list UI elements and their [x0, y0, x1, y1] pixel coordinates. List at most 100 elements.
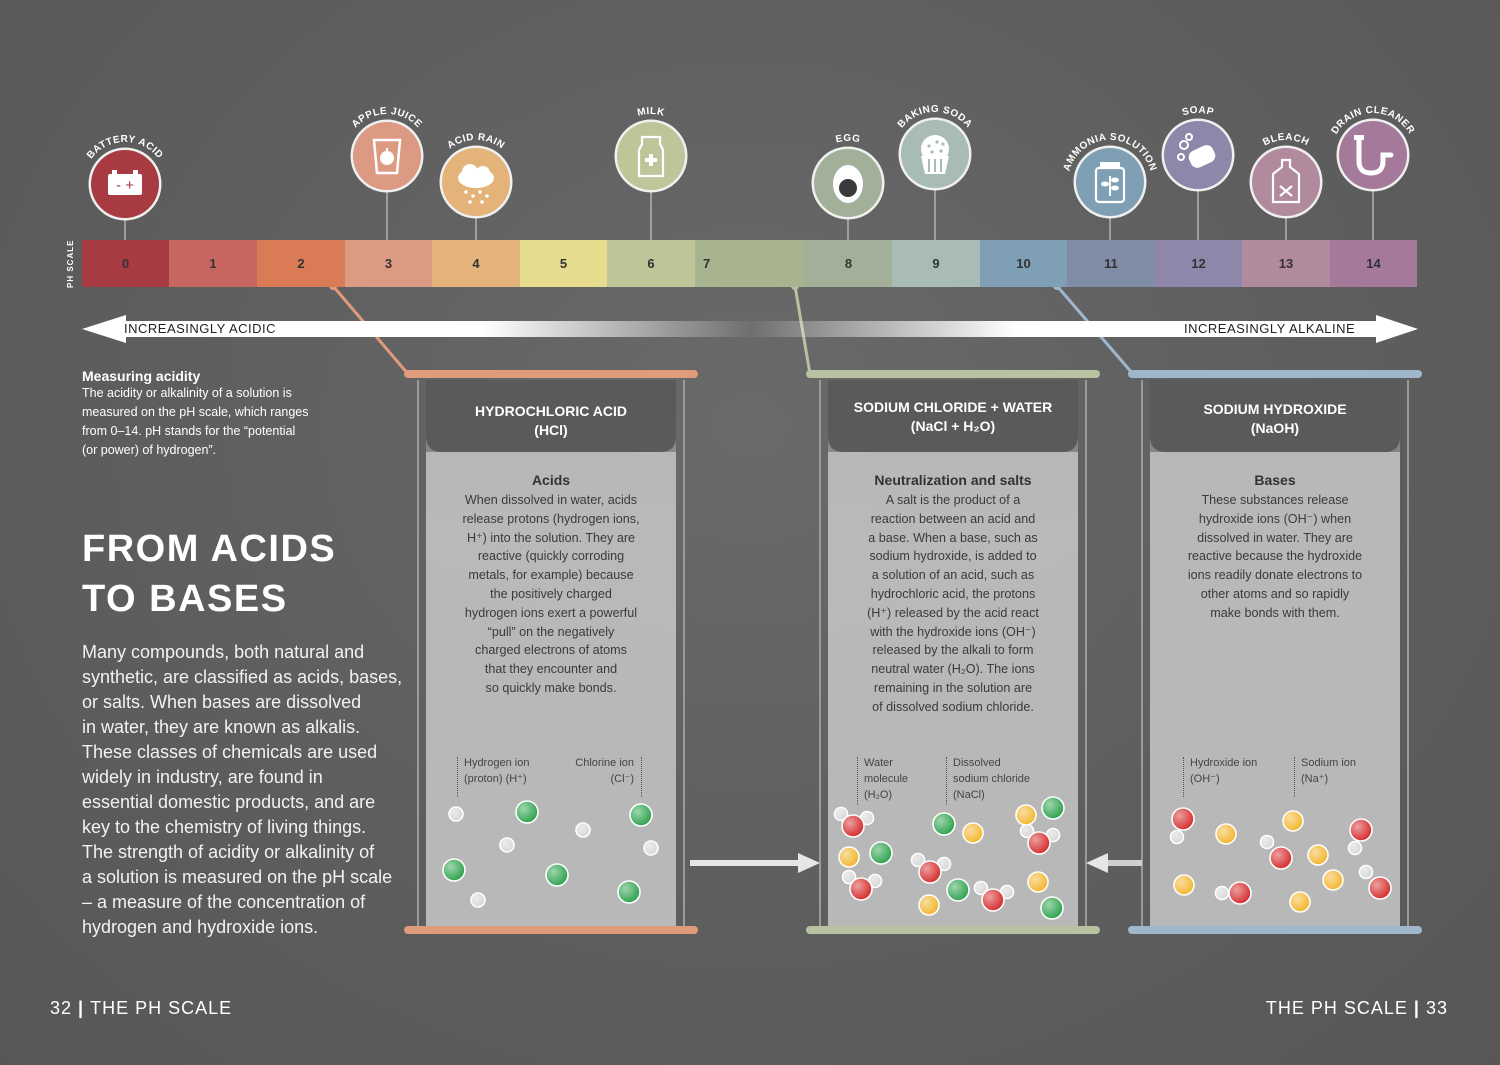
- beaker-subtitle: Neutralization and salts: [874, 472, 1032, 488]
- beaker-description-line: release protons (hydrogen ions,: [462, 511, 640, 526]
- substance-label: EGG: [835, 133, 862, 146]
- beaker-description-line: These substances release: [1201, 493, 1349, 507]
- beaker-description-line: sodium hydroxide, is added to: [869, 549, 1037, 564]
- beaker-description-line: When dissolved in water, acids: [464, 493, 638, 507]
- beaker-description-line: a solution of an acid, such as: [871, 568, 1035, 583]
- beaker-description-line: the positively charged: [490, 586, 612, 601]
- chloride-ion: [1040, 896, 1064, 920]
- rain-cloud-icon: ACID RAIN: [439, 132, 513, 240]
- ph-value-label: 7: [703, 256, 711, 271]
- ion-label-line: (NaCl): [953, 789, 985, 801]
- sodium-ion: [962, 822, 984, 844]
- plant-jar-icon: AMMONIA SOLUTION: [1062, 132, 1158, 240]
- ion-label-line: sodium chloride: [953, 773, 1031, 785]
- ion-label-line: (OH⁻): [1190, 773, 1220, 785]
- ph-value-label: 8: [844, 256, 853, 271]
- ph-value-label: 12: [1191, 256, 1206, 271]
- ph-segment-0: 0: [82, 240, 169, 287]
- page-title: FROM ACIDS TO BASES: [82, 524, 336, 624]
- intro-line: in water, they are known as alkalis.: [82, 717, 361, 737]
- ph-value-label: 11: [1104, 256, 1118, 271]
- ion-leader-line: [946, 757, 947, 805]
- sodium-ion: [1307, 844, 1329, 866]
- hydroxide-oxygen: [1171, 807, 1195, 831]
- ph-segment-8: 8: [805, 240, 892, 287]
- intro-line: These classes of chemicals are used: [82, 742, 378, 762]
- beaker-heading-line: (HCl): [534, 422, 568, 438]
- ion-label-line: Hydrogen ion: [464, 757, 530, 769]
- beaker-description-line: released by the alkali to form: [872, 643, 1034, 658]
- ph-segment-9: 9: [892, 240, 980, 287]
- svg-text:- +: - +: [116, 177, 134, 194]
- hydrogen-ion: [643, 840, 659, 856]
- beaker-heading: SODIUM CHLORIDE + WATER(NaCl + H₂O): [818, 398, 1088, 436]
- ion-label: Sodium ion(Na⁺): [1301, 755, 1356, 787]
- beaker-description-line: ions readily donate electrons to: [1187, 568, 1363, 583]
- water-hydrogen: [1019, 823, 1035, 839]
- ph-segment-3: 3: [345, 240, 432, 287]
- ion-label-line: Chlorine ion: [575, 757, 634, 769]
- beaker-description-line: dissolved in water. They are: [1197, 530, 1353, 545]
- hydroxide-hydrogen: [1259, 834, 1275, 850]
- measuring-line: measured on the pH scale, which ranges: [82, 405, 309, 419]
- ion-label-line: (H₂O): [864, 789, 893, 801]
- milk-carton-icon: MILK: [614, 106, 688, 240]
- sodium-ion: [1173, 874, 1195, 896]
- ph-value-label: 4: [472, 256, 480, 271]
- beaker-2: [806, 370, 1100, 934]
- ph-value-label: 10: [1016, 256, 1031, 271]
- beaker-heading-line: HYDROCHLORIC ACID: [475, 403, 627, 419]
- chlorine-ion: [442, 858, 466, 882]
- beaker-heading-line: (NaOH): [1250, 420, 1300, 436]
- water-hydrogen: [910, 852, 926, 868]
- beaker-description-line: so quickly make bonds.: [485, 680, 617, 695]
- running-head-left: THE PH SCALE: [90, 998, 233, 1018]
- hydroxide-hydrogen: [1169, 829, 1185, 845]
- page-title-line: TO BASES: [82, 578, 288, 620]
- acidity-arrow: [82, 315, 1418, 343]
- ion-label-line: molecule: [864, 773, 909, 785]
- ph-value-label: 2: [297, 256, 305, 271]
- beaker-description: When dissolved in water, acids release pr…: [426, 491, 676, 698]
- ph-segment-11: 11: [1067, 240, 1155, 287]
- ion-leader-line: [641, 757, 642, 797]
- intro-line: key to the chemistry of living things.: [82, 817, 367, 837]
- chloride-ion: [869, 841, 893, 865]
- hydrogen-ion: [575, 822, 591, 838]
- substance-label: MILK: [636, 106, 666, 119]
- ph-value-label: 9: [932, 256, 940, 271]
- substance-label: BLEACH: [1261, 132, 1311, 149]
- chlorine-ion: [545, 863, 569, 887]
- beaker-description-line: reaction between an acid and: [870, 511, 1036, 526]
- intro-line: essential domestic products, and are: [82, 792, 376, 812]
- water-oxygen: [849, 877, 873, 901]
- beaker-1: [404, 370, 698, 934]
- ph-value-label: 5: [559, 256, 568, 271]
- water-hydrogen: [841, 869, 857, 885]
- sodium-ion: [918, 894, 940, 916]
- ph-segment-12: 12: [1155, 240, 1242, 287]
- intro-line: or salts. When bases are dissolved: [82, 692, 362, 712]
- arrow-label-acidic: INCREASINGLY ACIDIC: [124, 321, 277, 336]
- beaker-heading-line: SODIUM HYDROXIDE: [1203, 401, 1347, 417]
- sodium-ion: [1015, 804, 1037, 826]
- chloride-ion: [932, 812, 956, 836]
- water-oxygen: [1027, 831, 1051, 855]
- beaker-description-line: metals, for example) because: [468, 568, 634, 583]
- beaker-description-line: neutral water (H₂O). The ions: [871, 662, 1035, 677]
- hydroxide-hydrogen: [1347, 840, 1363, 856]
- reaction-arrows: [690, 853, 1142, 873]
- chlorine-ion: [515, 800, 539, 824]
- page-title-line: FROM ACIDS: [82, 528, 337, 570]
- hydrogen-ion: [470, 892, 486, 908]
- chloride-ion: [1041, 796, 1065, 820]
- ph-segment-10: 10: [980, 240, 1067, 287]
- ion-label-line: Water: [864, 757, 893, 769]
- ion-label: Water molecule (H₂O): [864, 755, 908, 803]
- ph-segment-1: 1: [169, 240, 257, 287]
- intro-line: The strength of acidity or alkalinity of: [82, 842, 375, 862]
- ion-leader-line: [1294, 757, 1295, 797]
- water-oxygen: [981, 888, 1005, 912]
